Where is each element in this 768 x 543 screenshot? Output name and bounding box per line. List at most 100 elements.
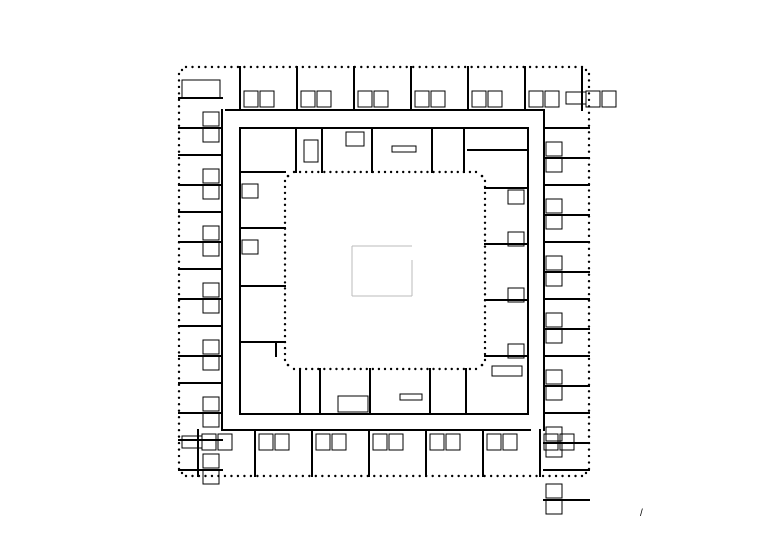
courtyard-edge-west <box>283 221 287 224</box>
facade-east <box>587 428 591 432</box>
bathroom-west <box>202 127 220 143</box>
facade-east <box>587 267 591 270</box>
courtyard-edge-north <box>450 170 453 174</box>
bathroom-west <box>202 111 220 127</box>
facade-west <box>177 189 181 192</box>
courtyard-edge-east <box>483 334 487 338</box>
facade-west <box>177 273 181 276</box>
facade-west <box>177 435 181 438</box>
facade-south <box>437 474 441 478</box>
facade-corner <box>584 471 588 475</box>
facade-east <box>587 403 591 406</box>
facade-north <box>236 65 240 69</box>
facade-west <box>177 195 181 199</box>
bathroom-east <box>545 198 563 214</box>
courtyard-edge-west <box>283 269 287 272</box>
courtyard-edge-south <box>335 367 338 371</box>
courtyard-edge-south <box>450 367 453 371</box>
facade-south <box>412 474 415 478</box>
facade-west <box>177 364 181 367</box>
courtyard-edge-south <box>420 367 423 371</box>
bathroom-west <box>202 184 220 200</box>
facade-south <box>373 474 376 478</box>
courtyard-edge-north <box>335 170 338 174</box>
facade-south <box>444 474 447 478</box>
facade-corner <box>584 68 588 72</box>
facade-east <box>587 189 591 192</box>
courtyard-edge-west <box>283 239 287 242</box>
facade-south <box>191 474 194 478</box>
facade-north <box>282 65 285 69</box>
facade-west <box>177 370 181 374</box>
facade-east <box>587 461 591 464</box>
facade-west <box>177 441 181 445</box>
facade-west <box>177 208 181 212</box>
facade-east <box>587 118 591 121</box>
courtyard-edge-north <box>298 170 302 174</box>
facade-north <box>528 65 532 69</box>
facade-east <box>587 254 591 257</box>
bathroom-east <box>545 157 563 173</box>
bathroom-north <box>544 90 560 108</box>
courtyard-edge-east <box>483 215 487 218</box>
facade-west <box>177 144 181 147</box>
facade-south <box>334 474 337 478</box>
facade-west <box>177 221 181 225</box>
facade-north <box>197 65 201 69</box>
facade-west <box>177 351 181 354</box>
facade-east <box>587 247 591 251</box>
courtyard-faint-lines <box>351 245 413 297</box>
facade-west <box>177 85 181 89</box>
facade-north <box>288 65 292 69</box>
courtyard-edge-east <box>483 209 487 213</box>
facade-north <box>515 65 519 69</box>
courtyard-edge-west <box>283 179 287 183</box>
facade-corner <box>180 68 184 72</box>
facade-west <box>177 454 181 458</box>
facade-west <box>177 202 181 205</box>
courtyard-edge-north <box>438 170 441 174</box>
courtyard-edge-west <box>283 287 287 290</box>
facade-east <box>587 85 591 89</box>
courtyard-edge-north <box>359 170 362 174</box>
facade-south <box>399 474 402 478</box>
courtyard-edge-north <box>426 170 429 174</box>
courtyard-edge-west <box>283 197 287 201</box>
bathroom-north <box>259 90 275 108</box>
facade-west <box>177 228 181 231</box>
facade-east <box>587 318 591 322</box>
bathroom-east <box>545 426 563 442</box>
courtyard-edge-south <box>304 367 308 371</box>
facade-east <box>587 202 591 205</box>
facade-south <box>269 474 272 478</box>
courtyard-edge-north <box>323 170 326 174</box>
courtyard-edge-north <box>420 170 423 174</box>
courtyard-edge-east <box>483 269 487 272</box>
facade-north <box>496 65 499 69</box>
courtyard-edge-west <box>283 358 287 362</box>
courtyard-edge-east <box>483 197 487 201</box>
facade-east <box>587 273 591 276</box>
bathroom-west <box>202 241 220 257</box>
bathroom-south <box>274 433 290 451</box>
courtyard-edge-south <box>414 367 417 371</box>
courtyard-edge-east <box>483 311 487 314</box>
courtyard-edge-south <box>311 367 314 371</box>
courtyard-edge-south <box>444 367 447 371</box>
facade-east <box>587 344 591 348</box>
facade-north <box>373 65 376 69</box>
facade-east <box>587 422 591 425</box>
bathroom-west <box>202 168 220 184</box>
facade-north <box>554 65 558 69</box>
courtyard-edge-north <box>341 170 344 174</box>
facade-east <box>587 331 591 335</box>
facade-north <box>204 65 207 69</box>
courtyard-edge-east <box>483 251 487 254</box>
courtyard-edge-north <box>377 170 381 174</box>
north-arrow-icon: / <box>640 508 643 519</box>
facade-north <box>327 65 331 69</box>
bathroom-east <box>545 369 563 385</box>
facade-west <box>177 422 181 425</box>
facade-west <box>177 118 181 121</box>
facade-west <box>177 286 181 289</box>
